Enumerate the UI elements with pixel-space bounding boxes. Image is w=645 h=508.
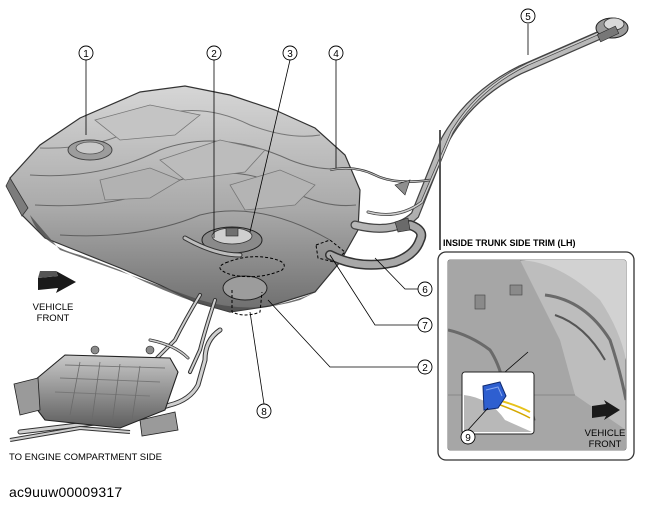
svg-text:7: 7 <box>422 321 428 332</box>
svg-text:6: 6 <box>422 285 428 296</box>
vehicle-front-label-inset: VEHICLE FRONT <box>575 428 635 450</box>
svg-text:1: 1 <box>83 49 89 60</box>
vehicle-front-label-main: VEHICLE FRONT <box>23 302 83 324</box>
inset-title: INSIDE TRUNK SIDE TRIM (LH) <box>443 238 576 248</box>
callout-7: 7 <box>417 317 433 333</box>
vehicle-front-inset-line1: VEHICLE <box>584 428 626 439</box>
figure-code: ac9uuw00009317 <box>9 484 123 500</box>
vehicle-front-arrow-main <box>38 271 76 293</box>
callout-6: 6 <box>417 281 433 297</box>
vehicle-front-main-line2: FRONT <box>36 313 70 324</box>
callout-3: 3 <box>282 45 298 61</box>
svg-text:3: 3 <box>287 49 293 60</box>
vehicle-front-inset-line2: FRONT <box>588 439 622 450</box>
svg-text:2: 2 <box>211 49 217 60</box>
callout-8: 8 <box>256 403 272 419</box>
callout-2-top: 2 <box>206 45 222 61</box>
fuel-tank <box>5 85 361 313</box>
svg-text:9: 9 <box>465 433 471 444</box>
callout-2-bottom: 2 <box>417 359 433 375</box>
engine-compartment-label: TO ENGINE COMPARTMENT SIDE <box>9 452 162 463</box>
svg-text:5: 5 <box>525 12 531 23</box>
leader-lines <box>85 24 529 431</box>
callout-9: 9 <box>460 429 476 445</box>
svg-text:2: 2 <box>422 363 428 374</box>
vehicle-front-main-line1: VEHICLE <box>32 302 74 313</box>
filler-pipe-assembly <box>325 17 629 270</box>
inset-trunk-side-trim <box>437 251 635 461</box>
callout-4: 4 <box>328 45 344 61</box>
callout-5: 5 <box>520 8 536 24</box>
svg-text:8: 8 <box>261 407 267 418</box>
svg-text:4: 4 <box>333 49 339 60</box>
charcoal-canister <box>9 345 179 442</box>
fuel-lines <box>17 235 243 435</box>
callout-1: 1 <box>78 45 94 61</box>
